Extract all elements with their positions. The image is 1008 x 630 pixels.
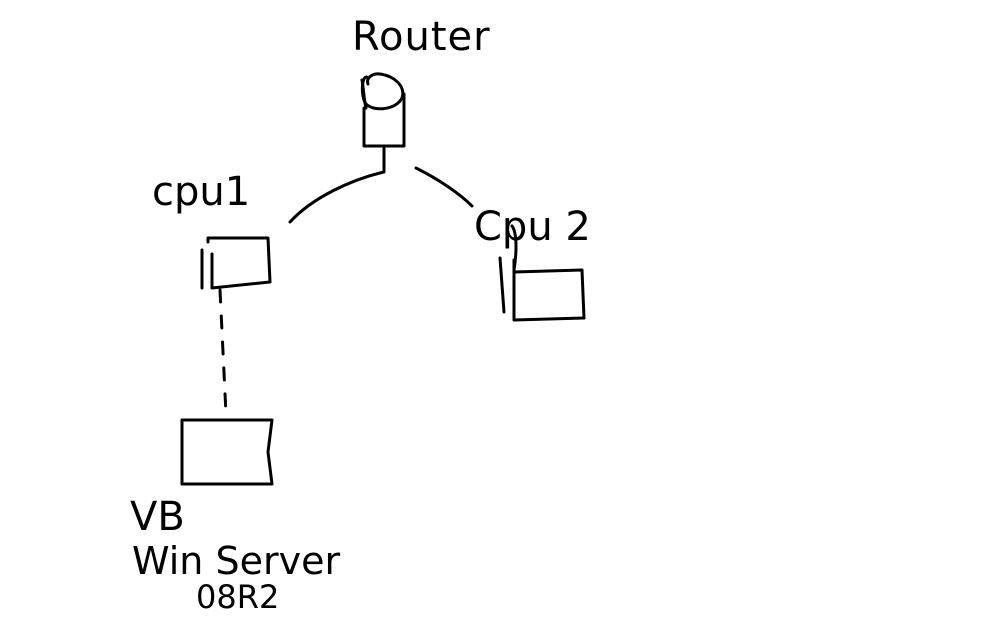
vb-version-label: 08R2 — [196, 578, 279, 616]
edge-cpu1-vb — [218, 288, 228, 416]
vb-os-label: Win Server — [132, 539, 340, 583]
router-icon — [360, 72, 406, 148]
cpu1-label: cpu1 — [152, 169, 250, 215]
cpu2-label: Cpu 2 — [474, 204, 591, 250]
vb-box-icon — [180, 418, 274, 486]
router-node: Router — [352, 14, 491, 148]
vb-label: VB — [130, 494, 185, 540]
edge-router-cpu1 — [288, 144, 386, 224]
edge-router-cpu2 — [414, 166, 474, 208]
vb-node: VB Win Server 08R2 — [130, 418, 340, 616]
cpu2-node: Cpu 2 — [474, 204, 591, 322]
router-label: Router — [352, 14, 491, 60]
cpu2-box-icon — [498, 224, 586, 322]
cpu1-node: cpu1 — [152, 169, 272, 290]
cpu1-box-icon — [200, 236, 272, 290]
